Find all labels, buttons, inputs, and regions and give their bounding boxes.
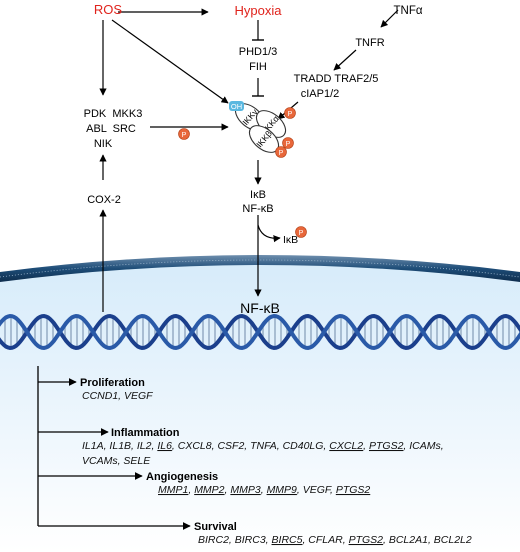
- kinases-line-3: NIK: [94, 138, 113, 150]
- tradd-label: TRADD TRAF2/5: [294, 73, 379, 85]
- phd-label: PHD1/3: [239, 46, 278, 58]
- nfkb-cytoplasm-label: NF-κB: [242, 203, 273, 215]
- oh-label: OH: [231, 102, 242, 111]
- gene-list-line: BIRC2, BIRC3, BIRC5, CFLAR, PTGS2, BCL2A…: [198, 534, 472, 546]
- gene-symbol: , BCL2A1, BCL2L2: [383, 534, 472, 546]
- gene-symbol-underlined: BIRC5: [272, 534, 303, 546]
- category-title: Angiogenesis: [146, 471, 218, 483]
- gene-list-line: MMP1, MMP2, MMP3, MMP9, VEGF, PTGS2: [158, 484, 370, 496]
- gene-symbol: , VEGF,: [297, 484, 336, 496]
- tnfr-label: TNFR: [355, 37, 384, 49]
- gene-symbol: , CXCL8, CSF2, TNFA, CD40LG,: [172, 440, 329, 452]
- gene-symbol-underlined: CXCL2: [329, 440, 363, 452]
- dna-helix: [0, 313, 520, 351]
- kinases-line-2: ABL SRC: [86, 123, 136, 135]
- gene-list-line: IL1A, IL1B, IL2, IL6, CXCL8, CSF2, TNFA,…: [82, 440, 444, 452]
- phospho-label-4: P: [279, 150, 284, 157]
- gene-symbol: ,: [188, 484, 194, 496]
- category-proliferation: Proliferation CCND1, VEGF: [80, 377, 153, 402]
- category-title: Survival: [194, 521, 237, 533]
- gene-symbol: ,: [225, 484, 231, 496]
- ros-label: ROS: [94, 2, 123, 17]
- nfkb-nuclear-label: NF-κB: [240, 300, 280, 316]
- gene-symbol: , CFLAR,: [302, 534, 348, 546]
- gene-symbol-underlined: MMP3: [230, 484, 260, 496]
- hypoxia-label: Hypoxia: [235, 3, 283, 18]
- gene-list-line: VCAMs, SELE: [82, 455, 151, 467]
- ciap-label: cIAP1/2: [301, 88, 340, 100]
- gene-symbol-underlined: PTGS2: [349, 534, 384, 546]
- category-survival: Survival BIRC2, BIRC3, BIRC5, CFLAR, PTG…: [194, 521, 472, 546]
- category-title: Proliferation: [80, 377, 145, 389]
- gene-symbol: ,: [363, 440, 369, 452]
- cox2-label: COX-2: [87, 194, 121, 206]
- phospho-label-1: P: [288, 111, 293, 118]
- ikb-label: IκB: [250, 189, 266, 201]
- category-inflammation: Inflammation IL1A, IL1B, IL2, IL6, CXCL8…: [82, 427, 444, 467]
- gene-symbol: ,: [261, 484, 267, 496]
- tnfa-label: TNFα: [393, 5, 422, 17]
- oh-badge: [229, 101, 244, 111]
- phosphate-markers: P P P P P: [178, 107, 307, 238]
- gene-symbol-underlined: PTGS2: [369, 440, 404, 452]
- category-title: Inflammation: [111, 427, 180, 439]
- gene-list-line: CCND1, VEGF: [82, 390, 153, 402]
- phospho-label-5: P: [299, 230, 304, 237]
- gene-symbol: VCAMs, SELE: [82, 455, 151, 467]
- ikb-released-label: IκB: [283, 234, 298, 246]
- gene-symbol-underlined: MMP9: [267, 484, 297, 496]
- kinases-line-1: PDK MKK3: [84, 108, 143, 120]
- ikk-complex: IKKγ IKKα IKKβ OH: [229, 101, 287, 153]
- fih-label: FIH: [249, 61, 267, 73]
- category-angiogenesis: Angiogenesis MMP1, MMP2, MMP3, MMP9, VEG…: [146, 471, 370, 496]
- gene-symbol: , ICAMs,: [403, 440, 443, 452]
- gene-symbol: BIRC2, BIRC3,: [198, 534, 272, 546]
- gene-symbol-underlined: MMP2: [194, 484, 224, 496]
- gene-symbol-underlined: IL6: [157, 440, 172, 452]
- gene-symbol: CCND1, VEGF: [82, 390, 153, 402]
- gene-symbol-underlined: MMP1: [158, 484, 188, 496]
- gene-symbol: IL1A, IL1B, IL2,: [82, 440, 157, 452]
- phospho-label-2: P: [182, 132, 187, 139]
- nuclear-membrane: [0, 255, 520, 282]
- phospho-label-3: P: [286, 141, 291, 148]
- gene-symbol-underlined: PTGS2: [336, 484, 371, 496]
